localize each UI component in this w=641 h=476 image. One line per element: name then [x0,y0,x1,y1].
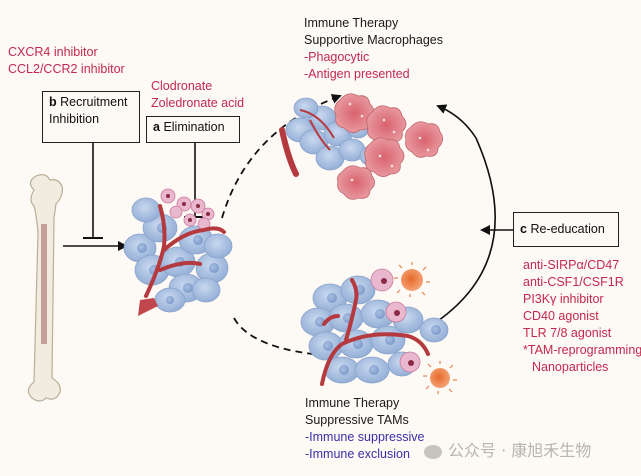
elimination-drug-list: Clodronate Zoledronate acid [151,78,244,112]
suppressive-title-line2: Suppressive TAMs [305,413,409,427]
polarization-dashed-arrow-top [221,94,342,219]
label-letter: c [520,222,527,236]
suppressive-tam-cluster [300,262,457,394]
drug-item: TLR 7/8 agonist [523,326,612,340]
polarization-dashed-arrow-bottom [233,317,334,361]
supportive-macrophages-label: Immune Therapy Supportive Macrophages -P… [304,15,443,83]
drug-item: *TAM-reprogramming [523,343,641,357]
drug-item: Nanoparticles [532,360,609,374]
t-cell-icon [423,361,457,394]
elimination-box: a Elimination [146,116,240,143]
reeducation-box: c Re-education [513,212,619,247]
reeducation-arc-arrow [431,104,496,326]
drug-item: anti-CSF1/CSF1R [523,275,624,289]
label-text: Recruitment [60,95,128,109]
recruitment-inhibition-box: b Recruitment Inhibition [42,91,140,143]
label-letter: b [49,95,57,109]
recruitment-drug-list: CXCR4 inhibitor CCL2/CCR2 inhibitor [8,44,125,78]
reeducation-drug-list: anti-SIRPα/CD47 anti-CSF1/CSF1R PI3Kγ in… [523,257,641,376]
tam-blood-vessel [320,278,430,386]
label-text: Inhibition [49,112,100,126]
supportive-macrophage-cluster [279,93,443,200]
drug-item: Clodronate [151,79,213,93]
suppressive-feature: -Immune suppressive [305,430,425,444]
supportive-title-line1: Immune Therapy [304,16,399,30]
suppressive-tams-label: Immune Therapy Suppressive TAMs -Immune … [305,395,425,463]
femur-bone-icon [27,174,63,402]
suppressive-feature: -Immune exclusion [305,447,410,461]
supportive-feature: -Antigen presented [304,67,410,81]
label-text: Re-education [530,222,605,236]
drug-item: CXCR4 inhibitor [8,45,98,59]
tumor-cluster-recruitment [123,188,233,316]
watermark: 公众号 · 康旭禾生物 [424,437,591,461]
drug-item: Zoledronate acid [151,96,245,110]
watermark-text: 公众号 · 康旭禾生物 [448,441,592,460]
drug-item: PI3Kγ inhibitor [523,292,604,306]
blood-vessel [144,204,226,298]
wechat-icon [424,444,442,459]
label-text: Elimination [163,120,225,134]
supportive-title-line2: Supportive Macrophages [304,33,443,47]
drug-item: CD40 agonist [523,309,599,323]
supportive-feature: -Phagocytic [304,50,370,64]
drug-item: anti-SIRPα/CD47 [523,258,620,272]
t-cell-icon [394,262,430,297]
drug-item: CCL2/CCR2 inhibitor [8,62,125,76]
suppressive-title-line1: Immune Therapy [305,396,400,410]
label-letter: a [153,120,160,134]
